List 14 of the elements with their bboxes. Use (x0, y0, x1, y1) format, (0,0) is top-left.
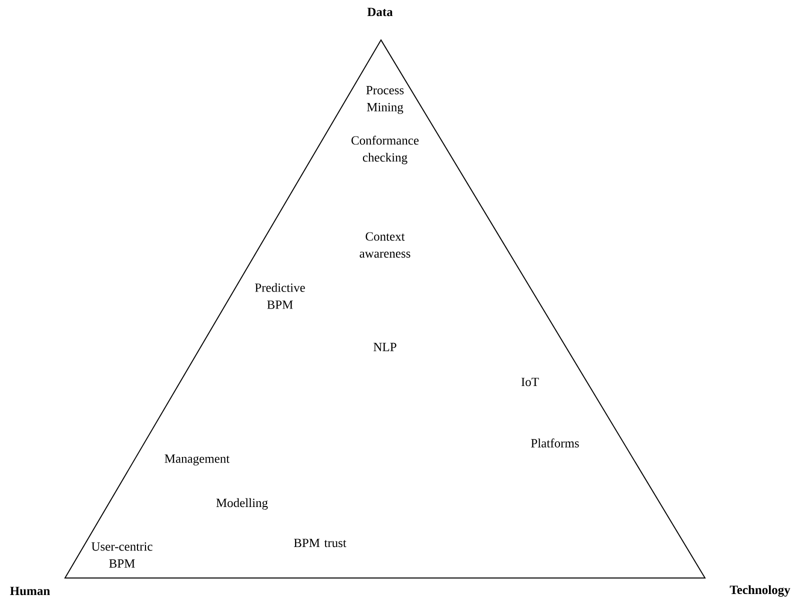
topic-label: Conformance checking (352, 136, 419, 164)
topic-label: NLP (374, 342, 396, 352)
topic-label: Process Mining (366, 86, 404, 114)
corner-label: Human (10, 586, 50, 596)
topic-label: User-centric BPM (92, 542, 152, 568)
corner-label: Technology (730, 585, 790, 597)
topic-label: Predictive BPM (255, 283, 305, 309)
topic-label: Modelling (216, 498, 268, 510)
corner-label: Data (367, 8, 393, 16)
topic-label: Management (164, 454, 230, 466)
topic-label: IoT (521, 378, 539, 386)
topic-label: BPM trust (294, 538, 346, 548)
topic-label: Context awareness (360, 232, 410, 258)
topic-label: Platforms (531, 438, 579, 448)
